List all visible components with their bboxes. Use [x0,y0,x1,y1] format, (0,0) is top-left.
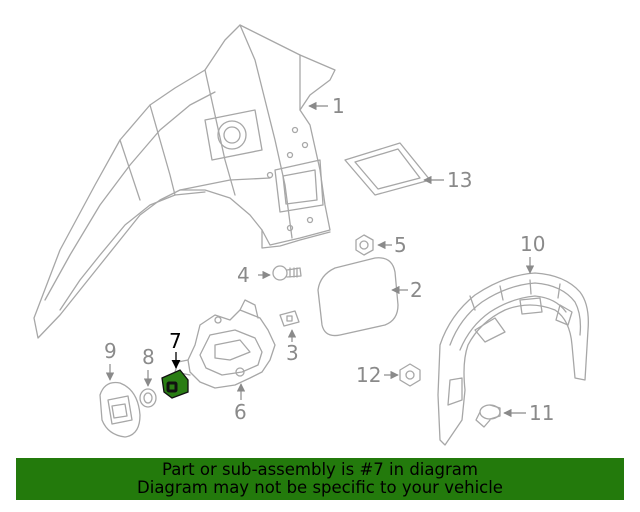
callout-2: 2 [410,278,423,302]
quarter-panel-part-1 [33,24,336,339]
callout-8: 8 [142,345,155,369]
nut-part-5 [355,234,374,256]
plate-part-9 [99,381,141,438]
notice-banner: Part or sub-assembly is #7 in diagram Di… [16,458,624,500]
callout-6: 6 [234,400,247,424]
highlighted-part-7 [161,369,189,399]
callout-5: 5 [394,233,407,257]
callout-7: 7 [169,329,182,353]
fuel-door-part-2 [317,257,399,337]
callout-3: 3 [286,341,299,365]
clip-part-3 [279,310,300,327]
callout-1: 1 [332,94,345,118]
push-clip-part-11 [475,404,501,428]
banner-line-2: Diagram may not be specific to your vehi… [137,478,503,497]
fuel-door-housing-part-6 [174,299,276,389]
callout-10: 10 [520,232,545,256]
banner-line-1: Part or sub-assembly is #7 in diagram [162,460,478,479]
callout-4: 4 [237,263,250,287]
callout-12: 12 [356,363,381,387]
callout-11: 11 [529,401,554,425]
callout-13: 13 [447,168,472,192]
callout-9: 9 [104,339,117,363]
wheel-liner-part-10 [437,272,589,446]
fuel-door-gasket-part-13 [344,142,431,196]
screw-part-4 [272,265,302,281]
cap-part-8 [139,388,157,408]
nut-part-12 [399,363,421,387]
